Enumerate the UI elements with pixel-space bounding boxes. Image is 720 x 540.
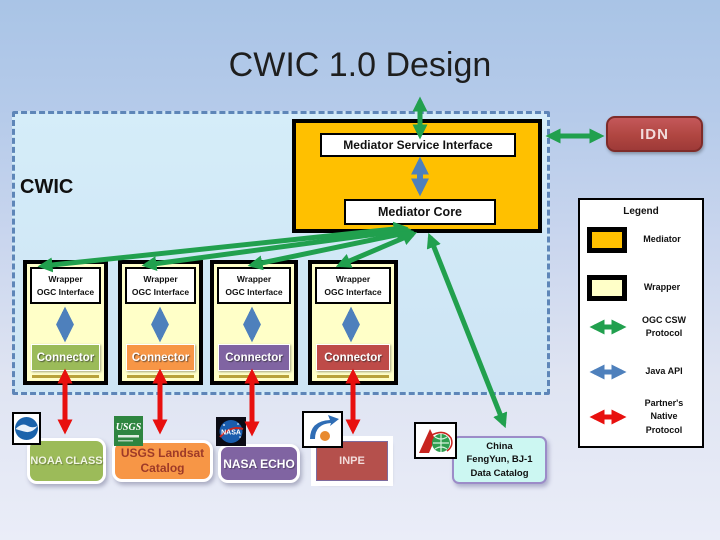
cwic-label: CWIC [20, 176, 74, 198]
china-cresda-logo-icon [414, 422, 457, 459]
wrapper-title-line1: Wrapper [335, 273, 371, 284]
nasa-echo-box: NASA ECHO [218, 444, 300, 483]
mediator-service-interface-box: Mediator Service Interface [320, 133, 516, 157]
legend-row-mediator: Mediator [580, 224, 702, 256]
nasa-logo-text: NASA [221, 430, 241, 437]
wrapper-title-line1: Wrapper [48, 273, 83, 284]
wrapper-swatch-icon [587, 275, 627, 301]
legend-label: Mediator [643, 234, 681, 245]
connector-underline [219, 375, 289, 378]
wrapper-ogc-interface-label: Wrapper OGC Interface [30, 267, 101, 304]
connector-box-2: Connector [126, 344, 195, 371]
connector-box-1: Connector [31, 344, 100, 371]
noaa-logo-icon [12, 412, 41, 445]
legend-label: Java API [645, 366, 683, 377]
connector-box-3: Connector [218, 344, 290, 371]
connector-underline [317, 375, 389, 378]
usgs-logo-icon: USGS [114, 416, 143, 446]
wrapper-ogc-interface-label: Wrapper OGC Interface [217, 267, 291, 304]
green-double-arrow-icon [589, 319, 627, 335]
wrapper-title-line1: Wrapper [236, 273, 272, 284]
wrapper-title-line1: Wrapper [143, 273, 178, 284]
legend-label: Wrapper [643, 282, 681, 293]
connector-underline [32, 375, 99, 378]
usgs-logo-text: USGS [116, 422, 142, 433]
page-title: CWIC 1.0 Design [228, 46, 492, 84]
wrapper-box-4: Wrapper OGC Interface Connector [308, 260, 398, 385]
wrapper-box-3: Wrapper OGC Interface Connector [210, 260, 298, 385]
idn-box: IDN [606, 116, 703, 152]
legend: Legend Mediator Wrapper OGC CSW Protocol… [578, 198, 704, 448]
blue-double-arrow-icon [589, 364, 627, 380]
wrapper-ogc-interface-label: Wrapper OGC Interface [315, 267, 391, 304]
red-double-arrow-icon [589, 409, 627, 425]
wrapper-title-line2: OGC Interface [36, 286, 95, 297]
legend-row-java-api: Java API [580, 356, 702, 388]
legend-label: Partner's Native Protocol [644, 397, 684, 435]
mediator-box: Mediator Service Interface Mediator Core [292, 119, 542, 233]
legend-row-ogc-csw: OGC CSW Protocol [580, 308, 702, 346]
mediator-swatch-icon [587, 227, 627, 253]
wrapper-title-line2: OGC Interface [324, 286, 382, 297]
mediator-core-box: Mediator Core [344, 199, 496, 225]
legend-row-partner-native: Partner's Native Protocol [580, 392, 702, 442]
wrapper-box-1: Wrapper OGC Interface Connector [23, 260, 108, 385]
nasa-logo-icon: NASA [216, 417, 246, 446]
legend-row-wrapper: Wrapper [580, 272, 702, 304]
wrapper-title-line2: OGC Interface [131, 286, 190, 297]
legend-label: OGC CSW Protocol [642, 314, 686, 339]
legend-title: Legend [623, 206, 659, 217]
noaa-class-box: NOAA CLASS [27, 438, 106, 484]
china-fengyun-box: China FengYun, BJ-1 Data Catalog [452, 436, 547, 484]
connector-box-4: Connector [316, 344, 390, 371]
wrapper-box-2: Wrapper OGC Interface Connector [118, 260, 203, 385]
usgs-landsat-catalog-box: USGS Landsat Catalog [112, 440, 213, 482]
connector-underline [127, 375, 194, 378]
wrapper-title-line2: OGC Interface [225, 286, 283, 297]
inpe-logo-icon [302, 411, 343, 448]
wrapper-ogc-interface-label: Wrapper OGC Interface [125, 267, 196, 304]
